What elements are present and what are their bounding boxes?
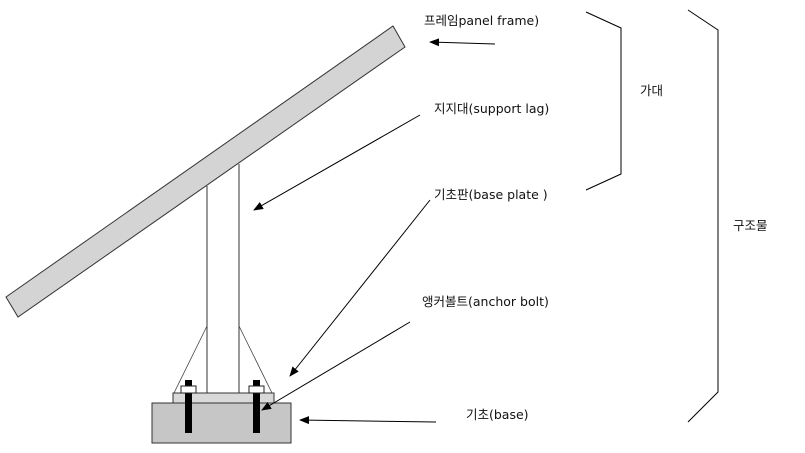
foundation-base xyxy=(151,402,292,444)
label-gadae: 가대 xyxy=(640,83,664,98)
arrow-support-lag xyxy=(253,114,421,211)
anchor-nut-left xyxy=(180,385,197,394)
anchor-bolt-right xyxy=(253,380,260,433)
gusset-lines xyxy=(173,325,273,394)
label-base: 기초(base) xyxy=(466,407,529,422)
arrow-base-plate xyxy=(289,199,431,377)
label-panel-frame: 프레임panel frame) xyxy=(424,13,540,28)
label-anchor-bolt: 앵커볼트(anchor bolt) xyxy=(422,294,549,309)
base-plate xyxy=(172,392,275,404)
label-structure: 구조물 xyxy=(733,218,768,233)
label-base-plate: 기초판(base plate ) xyxy=(434,187,548,202)
panel-frame xyxy=(5,25,406,318)
bracket-structure xyxy=(687,9,719,423)
arrow-panel-frame xyxy=(429,38,496,47)
label-support-lag: 지지대(support lag) xyxy=(434,101,550,116)
arrow-base xyxy=(299,416,437,425)
anchor-bolt-left xyxy=(185,380,192,433)
support-leg xyxy=(206,164,240,393)
anchor-nut-right xyxy=(248,385,265,394)
arrow-anchor-bolt xyxy=(261,321,411,411)
bracket-gadae xyxy=(585,11,622,191)
